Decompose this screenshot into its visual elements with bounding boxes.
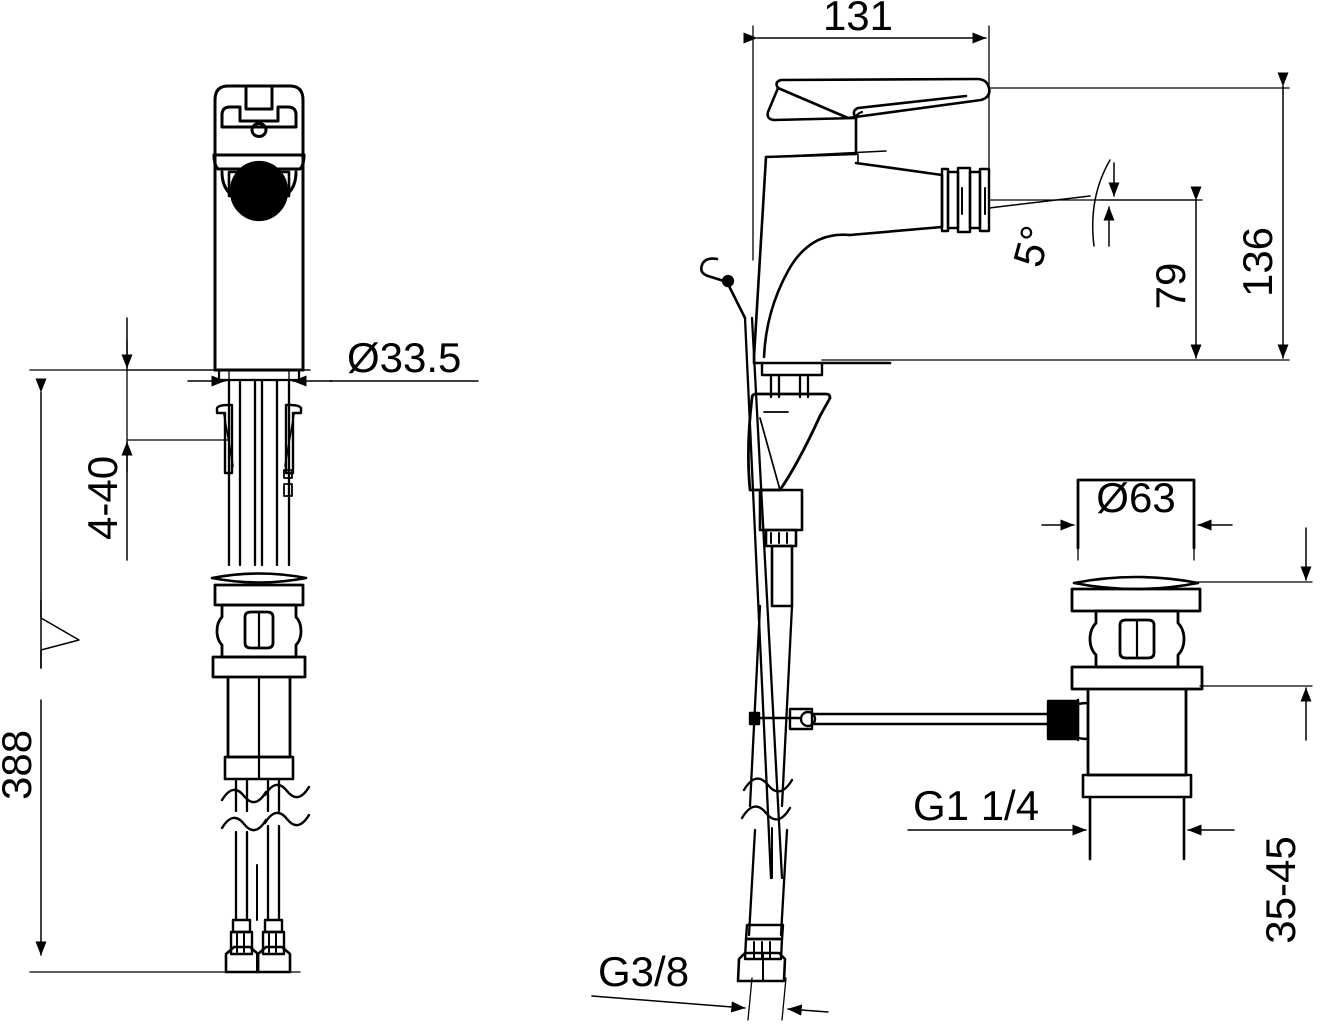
dimension-group-waste: [591, 519, 1313, 1021]
dimension-labels-waste: Ø63 35-45 G1 1/4 G3/8: [598, 474, 1304, 995]
dim-label-diameter-shank: Ø33.5: [347, 334, 461, 381]
dimension-group-side: [743, 25, 1290, 361]
view-side-elevation: [699, 77, 1080, 983]
dimension-labels-left: Ø33.5 4-40 388: [0, 334, 461, 800]
dim-label-mounting-thickness: 4-40: [79, 456, 126, 540]
dim-label-basin-thickness: 35-45: [1257, 836, 1304, 943]
dimension-group-left: [29, 317, 479, 973]
view-waste-assembly: [1062, 478, 1204, 861]
dim-label-total-length: 388: [0, 730, 40, 800]
dimension-labels-side: 131 136 79 5°: [823, 0, 1281, 309]
dim-label-supply-thread: G3/8: [598, 948, 689, 995]
dim-label-waste-diameter: Ø63: [1096, 474, 1175, 521]
dim-label-total-height: 136: [1234, 227, 1281, 297]
dim-label-waste-thread: G1 1/4: [913, 782, 1039, 829]
view-front-elevation: [210, 84, 311, 974]
dim-label-spout-reach: 131: [823, 0, 893, 39]
dim-label-outlet-angle: 5°: [1004, 221, 1060, 272]
dim-label-spout-height: 79: [1147, 263, 1194, 310]
